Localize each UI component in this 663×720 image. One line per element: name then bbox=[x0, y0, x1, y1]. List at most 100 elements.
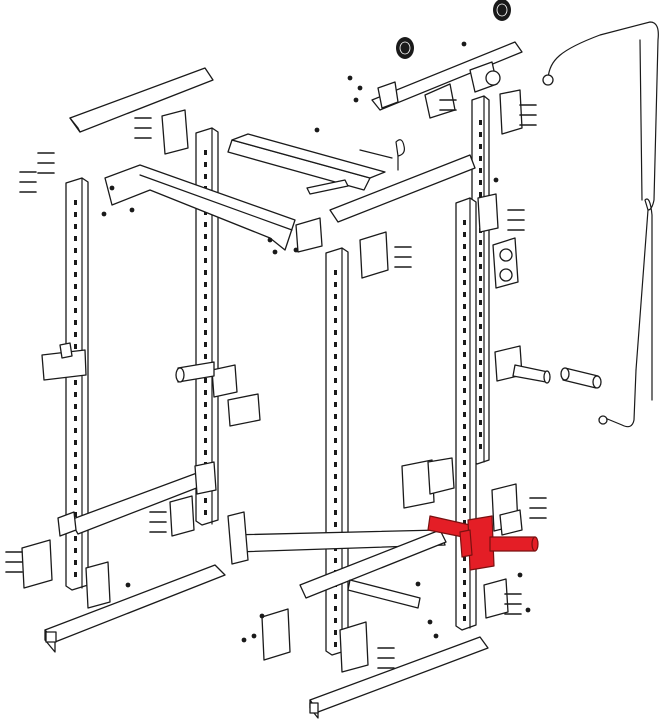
upright-hole bbox=[204, 318, 207, 323]
weight-horn-sleeve bbox=[560, 367, 602, 389]
nut bbox=[109, 185, 115, 191]
back-left-upright bbox=[195, 127, 219, 526]
j-hook-left bbox=[41, 342, 87, 381]
upright-hole bbox=[204, 510, 207, 515]
upright-hole bbox=[74, 500, 77, 505]
upright-hole bbox=[204, 282, 207, 287]
upright-hole bbox=[463, 508, 466, 513]
j-hook-center bbox=[211, 364, 261, 427]
upright-hole bbox=[334, 270, 337, 275]
upright-hole bbox=[479, 420, 482, 425]
nut bbox=[125, 582, 131, 588]
upright-hole bbox=[463, 424, 466, 429]
upright-hole bbox=[74, 260, 77, 265]
upright-hole bbox=[479, 300, 482, 305]
upright-hole bbox=[479, 372, 482, 377]
upright-hole bbox=[74, 236, 77, 241]
nut bbox=[241, 637, 247, 643]
upright-hole bbox=[74, 452, 77, 457]
upright-hole bbox=[334, 366, 337, 371]
upright-hole bbox=[463, 232, 466, 237]
upright-hole bbox=[334, 498, 337, 503]
upright-hole bbox=[74, 404, 77, 409]
nut bbox=[101, 211, 107, 217]
upright-hole bbox=[74, 464, 77, 469]
gusset-plates bbox=[21, 89, 523, 673]
upright-hole bbox=[463, 280, 466, 285]
upright-hole bbox=[204, 294, 207, 299]
upright-hole bbox=[334, 474, 337, 479]
upright-hole bbox=[463, 556, 466, 561]
upright-hole bbox=[204, 270, 207, 275]
upright-hole bbox=[204, 162, 207, 167]
upright-hole bbox=[334, 618, 337, 623]
upright-hole bbox=[204, 234, 207, 239]
weight-disc-1 bbox=[396, 37, 414, 59]
upright-hole bbox=[479, 336, 482, 341]
upright-hole bbox=[463, 448, 466, 453]
upright-hole bbox=[74, 548, 77, 553]
upright-hole bbox=[463, 352, 466, 357]
upright-hole bbox=[204, 438, 207, 443]
weight-disc-2 bbox=[493, 0, 511, 21]
upright-hole bbox=[463, 412, 466, 417]
upright-hole bbox=[463, 400, 466, 405]
upright-hole bbox=[479, 240, 482, 245]
pull-up-bar-assembly bbox=[104, 133, 476, 251]
upright-hole bbox=[479, 132, 482, 137]
hardware-nuts bbox=[101, 41, 531, 643]
upright-hole bbox=[334, 306, 337, 311]
upright-hole bbox=[334, 426, 337, 431]
upright-hole bbox=[204, 222, 207, 227]
upright-hole bbox=[74, 512, 77, 517]
center-base-frame bbox=[299, 529, 447, 609]
upright-holes bbox=[74, 120, 482, 647]
upright-hole bbox=[463, 616, 466, 621]
upright-hole bbox=[479, 312, 482, 317]
upright-hole bbox=[204, 342, 207, 347]
upright-hole bbox=[479, 264, 482, 269]
right-floor-rail bbox=[309, 636, 489, 719]
upright-hole bbox=[204, 174, 207, 179]
upright-hole bbox=[334, 378, 337, 383]
spotter-arm-bar bbox=[175, 361, 215, 383]
upright-hole bbox=[334, 318, 337, 323]
nut bbox=[251, 633, 257, 639]
nut bbox=[517, 572, 523, 578]
upright-hole bbox=[74, 440, 77, 445]
upright-hole bbox=[463, 292, 466, 297]
upright-hole bbox=[204, 258, 207, 263]
pull-up-hook bbox=[395, 139, 405, 171]
upright-hole bbox=[334, 510, 337, 515]
upright-hole bbox=[204, 246, 207, 251]
upright-hole bbox=[463, 520, 466, 525]
upright-hole bbox=[204, 414, 207, 419]
upright-hole bbox=[74, 380, 77, 385]
upright-hole bbox=[74, 536, 77, 541]
upright-hole bbox=[334, 630, 337, 635]
nut bbox=[493, 177, 499, 183]
upright-hole bbox=[479, 360, 482, 365]
cable bbox=[542, 21, 659, 428]
upright-hole bbox=[479, 168, 482, 173]
left-lower-crossmember bbox=[57, 461, 217, 537]
upright-hole bbox=[463, 220, 466, 225]
upright-hole bbox=[204, 498, 207, 503]
top-front-crossmember bbox=[69, 67, 214, 133]
upright-hole bbox=[463, 364, 466, 369]
upright-hole bbox=[74, 416, 77, 421]
upright-hole bbox=[463, 244, 466, 249]
upright-hole bbox=[463, 304, 466, 309]
upright-hole bbox=[463, 376, 466, 381]
upright-hole bbox=[74, 224, 77, 229]
upright-hole bbox=[479, 288, 482, 293]
nut bbox=[433, 633, 439, 639]
upright-hole bbox=[74, 200, 77, 205]
j-hook-right-lower bbox=[401, 457, 455, 509]
upright-hole bbox=[479, 324, 482, 329]
upright-hole bbox=[463, 484, 466, 489]
upright-hole bbox=[334, 642, 337, 647]
upright-hole bbox=[334, 450, 337, 455]
upright-hole bbox=[479, 384, 482, 389]
